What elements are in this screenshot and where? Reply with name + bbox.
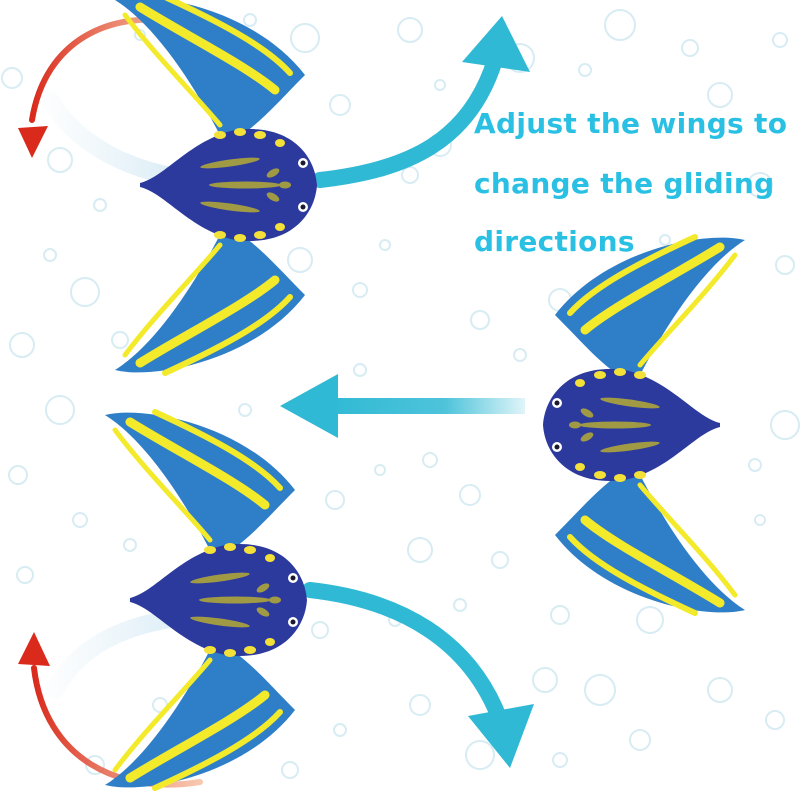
bubble-background: [1, 9, 800, 779]
glide-left-arrow-icon: [280, 374, 525, 438]
glide-down-arrow-icon: [302, 582, 534, 768]
caption-line-2: change the gliding: [474, 167, 775, 200]
caption-line-1: Adjust the wings to: [474, 107, 788, 140]
stingray-top-left: [115, 0, 317, 373]
stingray-bottom-left: [105, 412, 307, 788]
glide-up-arrow-icon: [312, 16, 530, 188]
stingray-middle-right: [543, 237, 745, 613]
caption-line-3: directions: [474, 225, 635, 258]
